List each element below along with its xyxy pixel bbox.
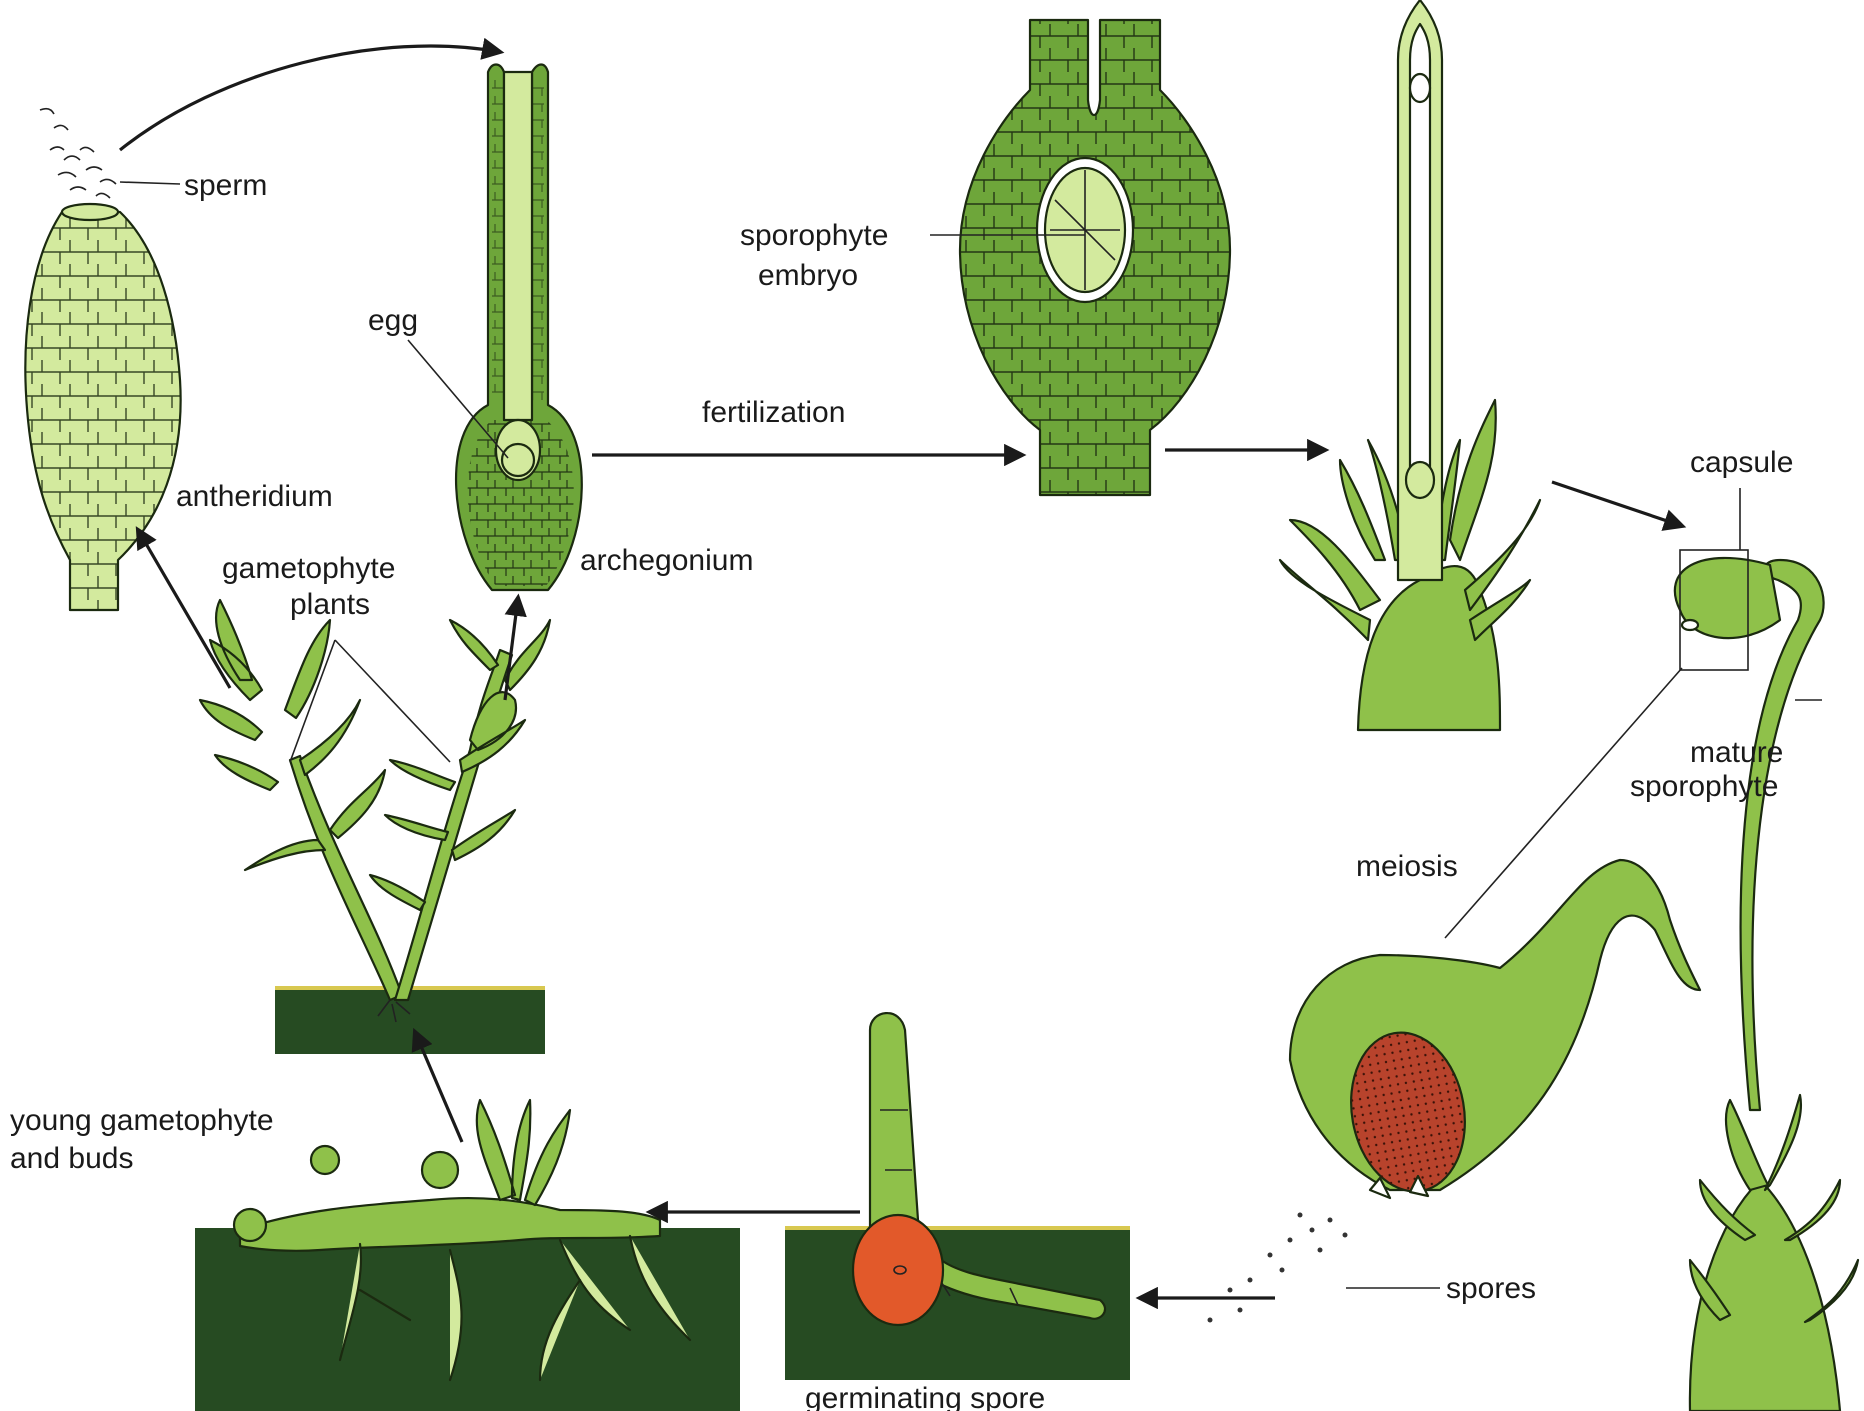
released-spores (1208, 1213, 1348, 1323)
gametophyte-label: gametophyte (222, 552, 395, 585)
sporophyte-right-label: sporophyte (1630, 770, 1778, 803)
sperm-label: sperm (184, 169, 267, 202)
germinating-spore-label: germinating spore (805, 1382, 1045, 1411)
mature-label: mature (1690, 736, 1783, 769)
spores-label: spores (1446, 1272, 1536, 1305)
meiosis-label: meiosis (1356, 850, 1458, 883)
archegonium-label: archegonium (580, 544, 753, 577)
gametophyte-plants-drawing (200, 600, 550, 1054)
sperm-leader (120, 182, 180, 184)
plants-label: plants (290, 588, 370, 621)
leader-lines (120, 182, 1822, 1288)
antheridium-drawing (25, 204, 180, 610)
sporophyte-label: sporophyte (740, 219, 888, 252)
capsule-label: capsule (1690, 446, 1793, 479)
archegonium-drawing (456, 65, 582, 591)
to-mature-sporophyte-arrow (1552, 482, 1682, 526)
gametophyte-plants-leader-right (335, 640, 450, 762)
young-gametophyte-label: young gametophyte (10, 1104, 274, 1137)
young-gametophyte-drawing (195, 1100, 740, 1411)
antheridium-label: antheridium (176, 480, 333, 513)
sperm-to-egg-arrow (120, 46, 500, 150)
mature-sporophyte-drawing (1675, 550, 1858, 1411)
fertilization-label: fertilization (702, 396, 845, 429)
and-buds-label: and buds (10, 1142, 133, 1175)
sperm-cluster (40, 109, 116, 198)
embryo-label: embryo (758, 259, 858, 292)
capsule-releasing-spores-drawing (1208, 860, 1701, 1323)
egg-label: egg (368, 304, 418, 337)
sporophyte-embryo-drawing (960, 20, 1230, 495)
young-sporophyte-drawing (1280, 0, 1540, 730)
germinating-spore-drawing (785, 1013, 1130, 1380)
